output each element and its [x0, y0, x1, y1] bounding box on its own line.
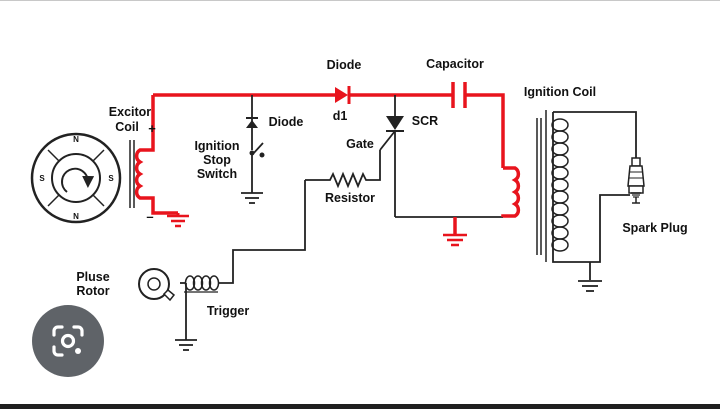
stator-n-top: N [73, 135, 79, 144]
stator-s-left: S [39, 174, 45, 183]
top-border [0, 0, 720, 1]
stator-n-bottom: N [73, 212, 79, 221]
excitor-minus-sign: – [146, 209, 153, 224]
ignition-stop-switch [246, 95, 265, 193]
secondary-ground-icon [578, 280, 602, 292]
trigger-ground-icon [175, 339, 197, 351]
bottom-bar [0, 404, 720, 409]
gate-label: Gate [346, 137, 374, 151]
switch-ground-icon [241, 192, 263, 204]
capacitor-label: Capacitor [426, 57, 484, 71]
switch-diode-icon [246, 120, 258, 128]
scr-label: SCR [412, 114, 438, 128]
d1-label: d1 [333, 109, 348, 123]
excitor-plus-sign: + [148, 121, 156, 136]
excitor-stator: N S S N [30, 132, 122, 224]
switch-diode-label: Diode [269, 115, 304, 129]
resistor-label: Resistor [325, 191, 375, 205]
primary-ground-icon [443, 233, 467, 247]
trigger-label: Trigger [207, 304, 250, 318]
excitor-ground-icon [167, 213, 189, 228]
spark-plug-icon [627, 157, 645, 204]
google-lens-icon [52, 325, 84, 357]
diode-top-label: Diode [327, 58, 362, 72]
resistor [305, 171, 367, 189]
spark-plug-label: Spark Plug [622, 221, 687, 235]
rotation-arrow-icon [61, 167, 95, 193]
capacitor [451, 82, 467, 108]
primary-winding [501, 166, 521, 218]
stator-s-right: S [108, 174, 114, 183]
pulse-rotor-icon [138, 268, 176, 302]
google-lens-button[interactable] [32, 305, 104, 377]
ignition-coil [536, 110, 637, 280]
ignition-coil-label: Ignition Coil [524, 85, 596, 99]
trigger-coil [180, 275, 220, 340]
diode-d1 [335, 86, 351, 104]
scr [367, 95, 503, 218]
